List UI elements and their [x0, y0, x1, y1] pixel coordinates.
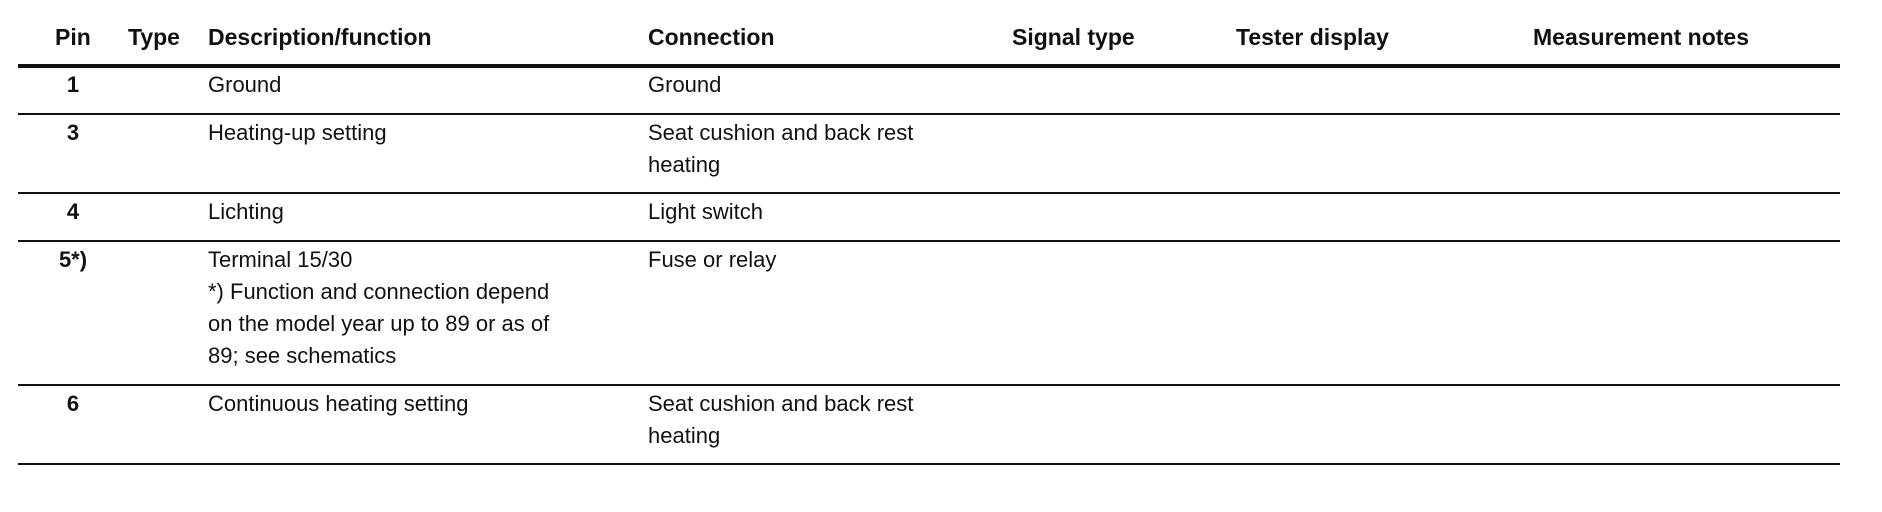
pin-cell: 4	[66, 199, 80, 224]
row-divider	[18, 384, 1840, 386]
header-tester-display: Tester display	[1236, 24, 1389, 50]
connection-cell: Fuse or relay	[648, 247, 777, 272]
description-cell: Terminal 15/30	[208, 247, 353, 272]
header-signal-type: Signal type	[1012, 24, 1135, 50]
connection-cell: heating	[648, 152, 721, 177]
description-cell: on the model year up to 89 or as of	[208, 311, 550, 336]
description-cell: *) Function and connection depend	[208, 279, 550, 304]
connection-cell: heating	[648, 423, 721, 448]
pin-cell: 5*)	[58, 247, 88, 272]
header-pin: Pin	[55, 24, 91, 50]
table-bottom-rule	[18, 463, 1840, 465]
header-rule	[18, 64, 1840, 68]
header-type: Type	[128, 24, 180, 50]
header-description: Description/function	[208, 24, 432, 50]
description-cell: Continuous heating setting	[208, 391, 469, 416]
header-measurement-notes: Measurement notes	[1533, 24, 1750, 50]
row-divider	[18, 113, 1840, 115]
description-cell: Ground	[208, 72, 282, 97]
connection-cell: Seat cushion and back rest	[648, 120, 914, 145]
description-cell: 89; see schematics	[208, 343, 397, 368]
pin-cell: 1	[66, 72, 80, 97]
pin-cell: 6	[66, 391, 80, 416]
description-cell: Lichting	[208, 199, 284, 224]
connection-cell: Seat cushion and back rest	[648, 391, 914, 416]
row-divider	[18, 192, 1840, 194]
header-connection: Connection	[648, 24, 775, 50]
description-cell: Heating-up setting	[208, 120, 387, 145]
pin-cell: 3	[66, 120, 80, 145]
row-divider	[18, 240, 1840, 242]
connection-cell: Light switch	[648, 199, 763, 224]
connection-cell: Ground	[648, 72, 722, 97]
